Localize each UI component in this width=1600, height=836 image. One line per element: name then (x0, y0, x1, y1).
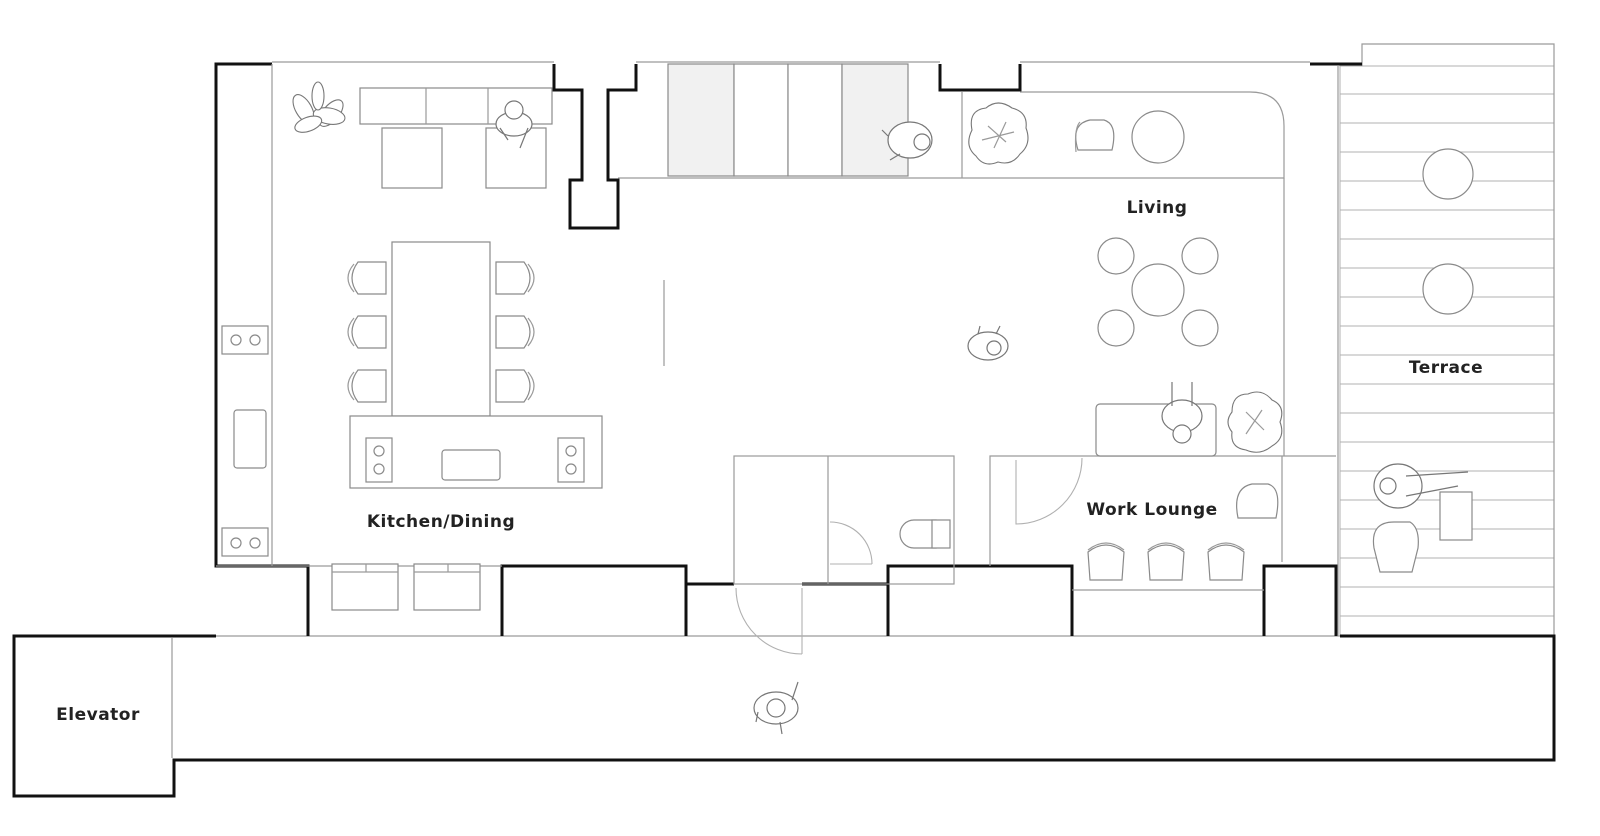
interior-partitions (216, 64, 1339, 636)
dining-chair-back (527, 317, 535, 347)
work-stool-back (1147, 542, 1185, 551)
corridor (12, 634, 1556, 798)
dining-chair (495, 261, 531, 295)
room-label-work-lounge: Work Lounge (1086, 500, 1218, 520)
room-label-elevator: Elevator (56, 705, 140, 725)
kitchen-cabinets (331, 563, 481, 611)
kitchen-counter (221, 325, 269, 557)
dining-set (347, 241, 603, 489)
dining-chair-back (347, 371, 355, 401)
dining-chair-back (347, 263, 355, 293)
work-stool (1087, 544, 1125, 581)
dining-chair (495, 315, 531, 349)
room-label-kitchen: Kitchen/Dining (366, 512, 516, 532)
dining-chair (351, 315, 387, 349)
terrace-furniture (1372, 148, 1474, 573)
dining-chair-back (527, 263, 535, 293)
dining-chair (495, 369, 531, 403)
room-label-terrace: Terrace (1408, 358, 1484, 378)
terrace-deck (1339, 43, 1555, 637)
room-label-living: Living (1126, 198, 1188, 218)
dining-chair-back (347, 317, 355, 347)
bathroom (735, 519, 951, 655)
dining-chair-back (527, 371, 535, 401)
work-lounge-furniture (1015, 457, 1279, 581)
dining-chair (351, 261, 387, 295)
work-stool-back (1207, 542, 1245, 551)
work-stool (1147, 544, 1185, 581)
storage-wall (667, 63, 963, 178)
work-stool (1207, 544, 1245, 581)
living-furniture (881, 102, 1283, 457)
kitchen-lounge (292, 81, 553, 189)
dining-chair (351, 369, 387, 403)
work-stool-back (1087, 542, 1125, 551)
corridor-person (753, 681, 799, 735)
